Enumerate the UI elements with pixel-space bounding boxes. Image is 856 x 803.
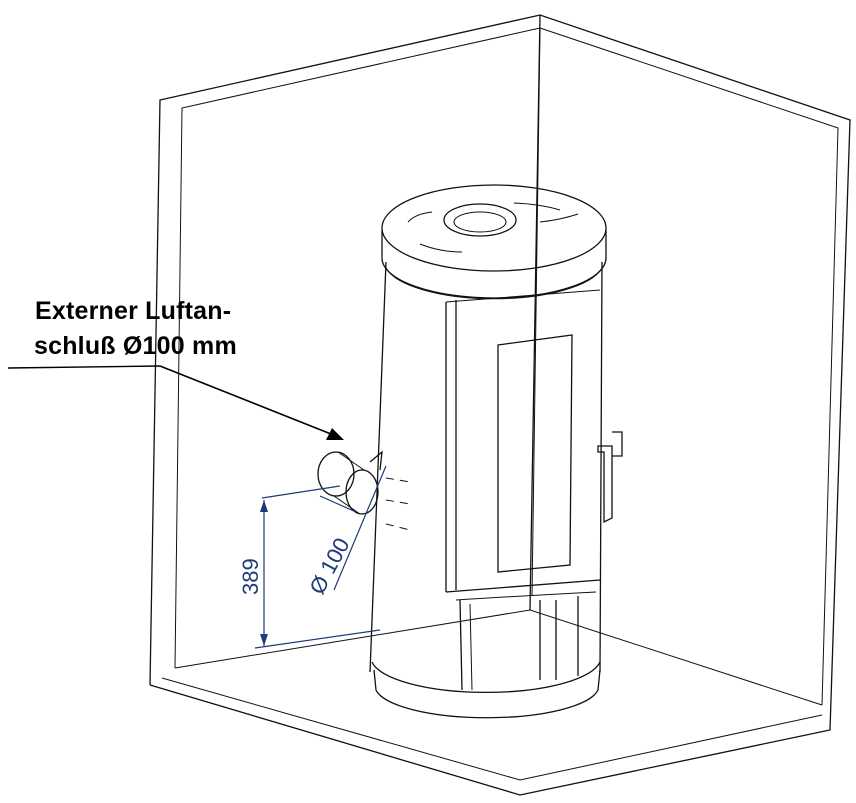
floor-back-lines <box>174 609 823 706</box>
vent-slot-2 <box>419 243 463 253</box>
door-handle-top <box>612 431 623 457</box>
vent-slot-4 <box>539 213 579 223</box>
dim-diameter-label: Ø 100 <box>304 534 354 599</box>
wall-corner-inner <box>531 27 541 597</box>
floor-front-edge <box>161 677 823 781</box>
pipe-line-top <box>337 451 365 471</box>
stove-right-side <box>599 261 603 673</box>
dim-extension-bottom <box>254 629 381 649</box>
room-walls <box>149 14 851 796</box>
door-window <box>497 334 573 573</box>
dim-extension-top <box>261 485 341 499</box>
door-top <box>445 289 601 303</box>
door-handle <box>597 445 613 524</box>
callout-leader <box>7 365 344 440</box>
vent-slot-1 <box>407 211 433 223</box>
ashbox-left-2 <box>469 603 473 691</box>
callout-arrowhead <box>326 428 344 440</box>
dim-arrow-top <box>260 500 268 512</box>
vent-slot-3 <box>513 202 561 211</box>
room-outline <box>149 14 851 796</box>
hidden-line-1 <box>385 477 411 483</box>
dim-arrow-bottom <box>260 634 268 646</box>
inlet-flange <box>369 450 383 471</box>
hidden-line-3 <box>385 523 411 531</box>
callout-arrow-line <box>159 365 337 437</box>
hidden-line-2 <box>385 499 411 505</box>
stove-top <box>381 184 607 272</box>
air-inlet-pipe-end <box>317 451 355 497</box>
callout-label-line2: schluß Ø100 mm <box>34 332 237 360</box>
flue-outlet <box>443 203 517 237</box>
right-wall-inner <box>539 27 839 706</box>
stove-base-top <box>371 661 601 694</box>
stove-left-side <box>369 261 387 673</box>
dimensions: 389 Ø 100 <box>238 465 387 649</box>
callout-underline <box>7 365 161 369</box>
ashbox-left <box>459 599 463 691</box>
stove-base <box>373 669 601 719</box>
stove <box>317 184 623 719</box>
air-inlet-pipe-collar <box>345 469 379 515</box>
ashbox-top <box>455 591 597 601</box>
pipe-line-bottom <box>333 495 361 515</box>
dim-diameter-leader <box>333 465 387 591</box>
door-bottom <box>445 579 601 593</box>
left-wall-inner <box>174 27 541 669</box>
callout-label-line1: Externer Luftan- <box>35 297 232 325</box>
stove-top-band <box>385 267 603 300</box>
dim-diameter-ext <box>319 495 357 513</box>
dim-height-label: 389 <box>238 558 263 595</box>
flue-inner <box>453 211 507 233</box>
